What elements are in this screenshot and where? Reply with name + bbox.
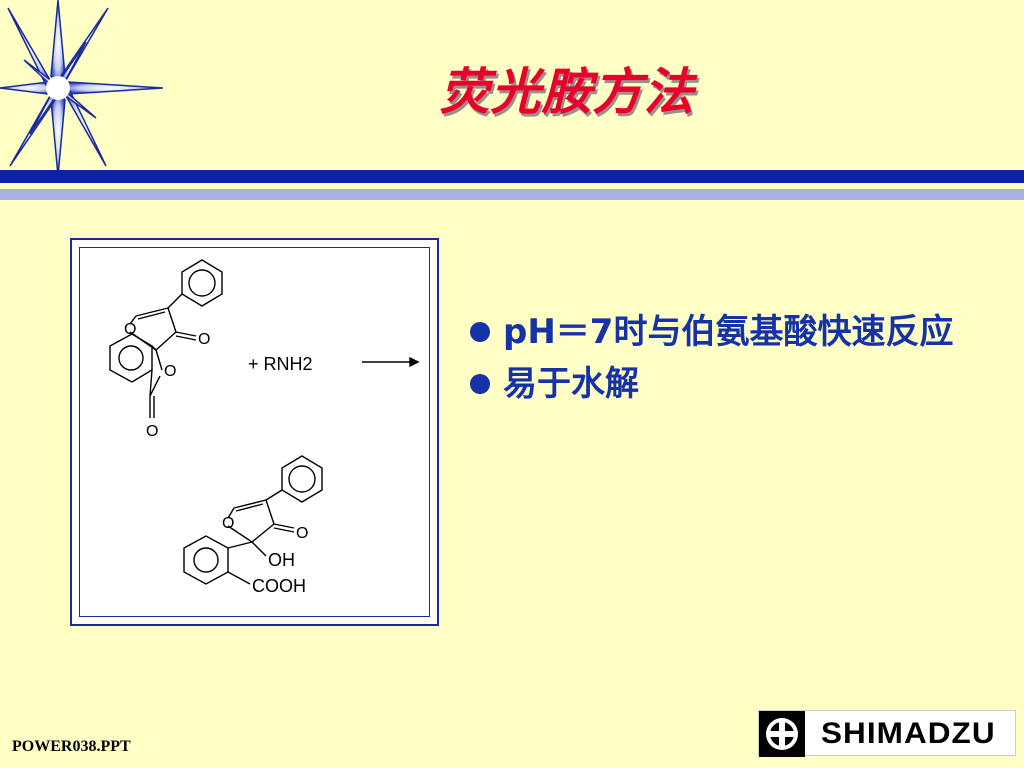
reagent-label: + RNH2 [248, 354, 313, 374]
bullet-item: 易于水解 [470, 362, 970, 406]
ring-oxygen-label: O [164, 363, 176, 380]
reaction-figure-frame: O O O O + RNH2 [79, 247, 430, 617]
carbonyl-oxygen-label: O [198, 331, 210, 348]
title-rule-light [0, 189, 1024, 200]
benzene-ring-bottom [183, 535, 229, 585]
bullet-list: pH＝7时与伯氨基酸快速反应 易于水解 [470, 310, 970, 414]
reaction-figure: O O O O + RNH2 [70, 238, 439, 626]
lactone-oxygen-label: O [146, 423, 158, 440]
bullet-item: pH＝7时与伯氨基酸快速反应 [470, 310, 970, 354]
bullet-dot-icon [470, 374, 490, 394]
reaction-diagram: O O O O + RNH2 [109, 259, 420, 596]
footer-filename: POWER038.PPT [12, 738, 131, 755]
slide-title: 荧光胺方法 [439, 63, 695, 121]
reaction-arrow [362, 356, 420, 368]
carbonyl-oxygen-label-bottom: O [296, 525, 308, 542]
hydroxyl-label: OH [268, 550, 295, 570]
title-rule-dark [0, 170, 1024, 183]
bullet-text: 易于水解 [503, 364, 639, 404]
phenyl-ring-bottom [281, 455, 323, 503]
phenyl-ring-top [181, 259, 223, 307]
bond-line [167, 293, 183, 309]
logo-text: SHIMADZU [821, 717, 996, 750]
bullet-dot-icon [470, 322, 490, 342]
oxygen-label-bottom: O [222, 515, 234, 532]
star-burst-icon [0, 0, 164, 175]
bullet-text: pH＝7时与伯氨基酸快速反应 [503, 312, 954, 352]
furanone-ring-bottom [227, 499, 295, 543]
carboxyl-label: COOH [252, 576, 306, 596]
circle-plus-icon [759, 711, 805, 757]
shimadzu-logo: SHIMADZU [758, 710, 1016, 757]
furanone-ring-top [129, 307, 197, 351]
oxygen-label: O [124, 321, 136, 338]
benzene-ring-top [109, 333, 153, 383]
